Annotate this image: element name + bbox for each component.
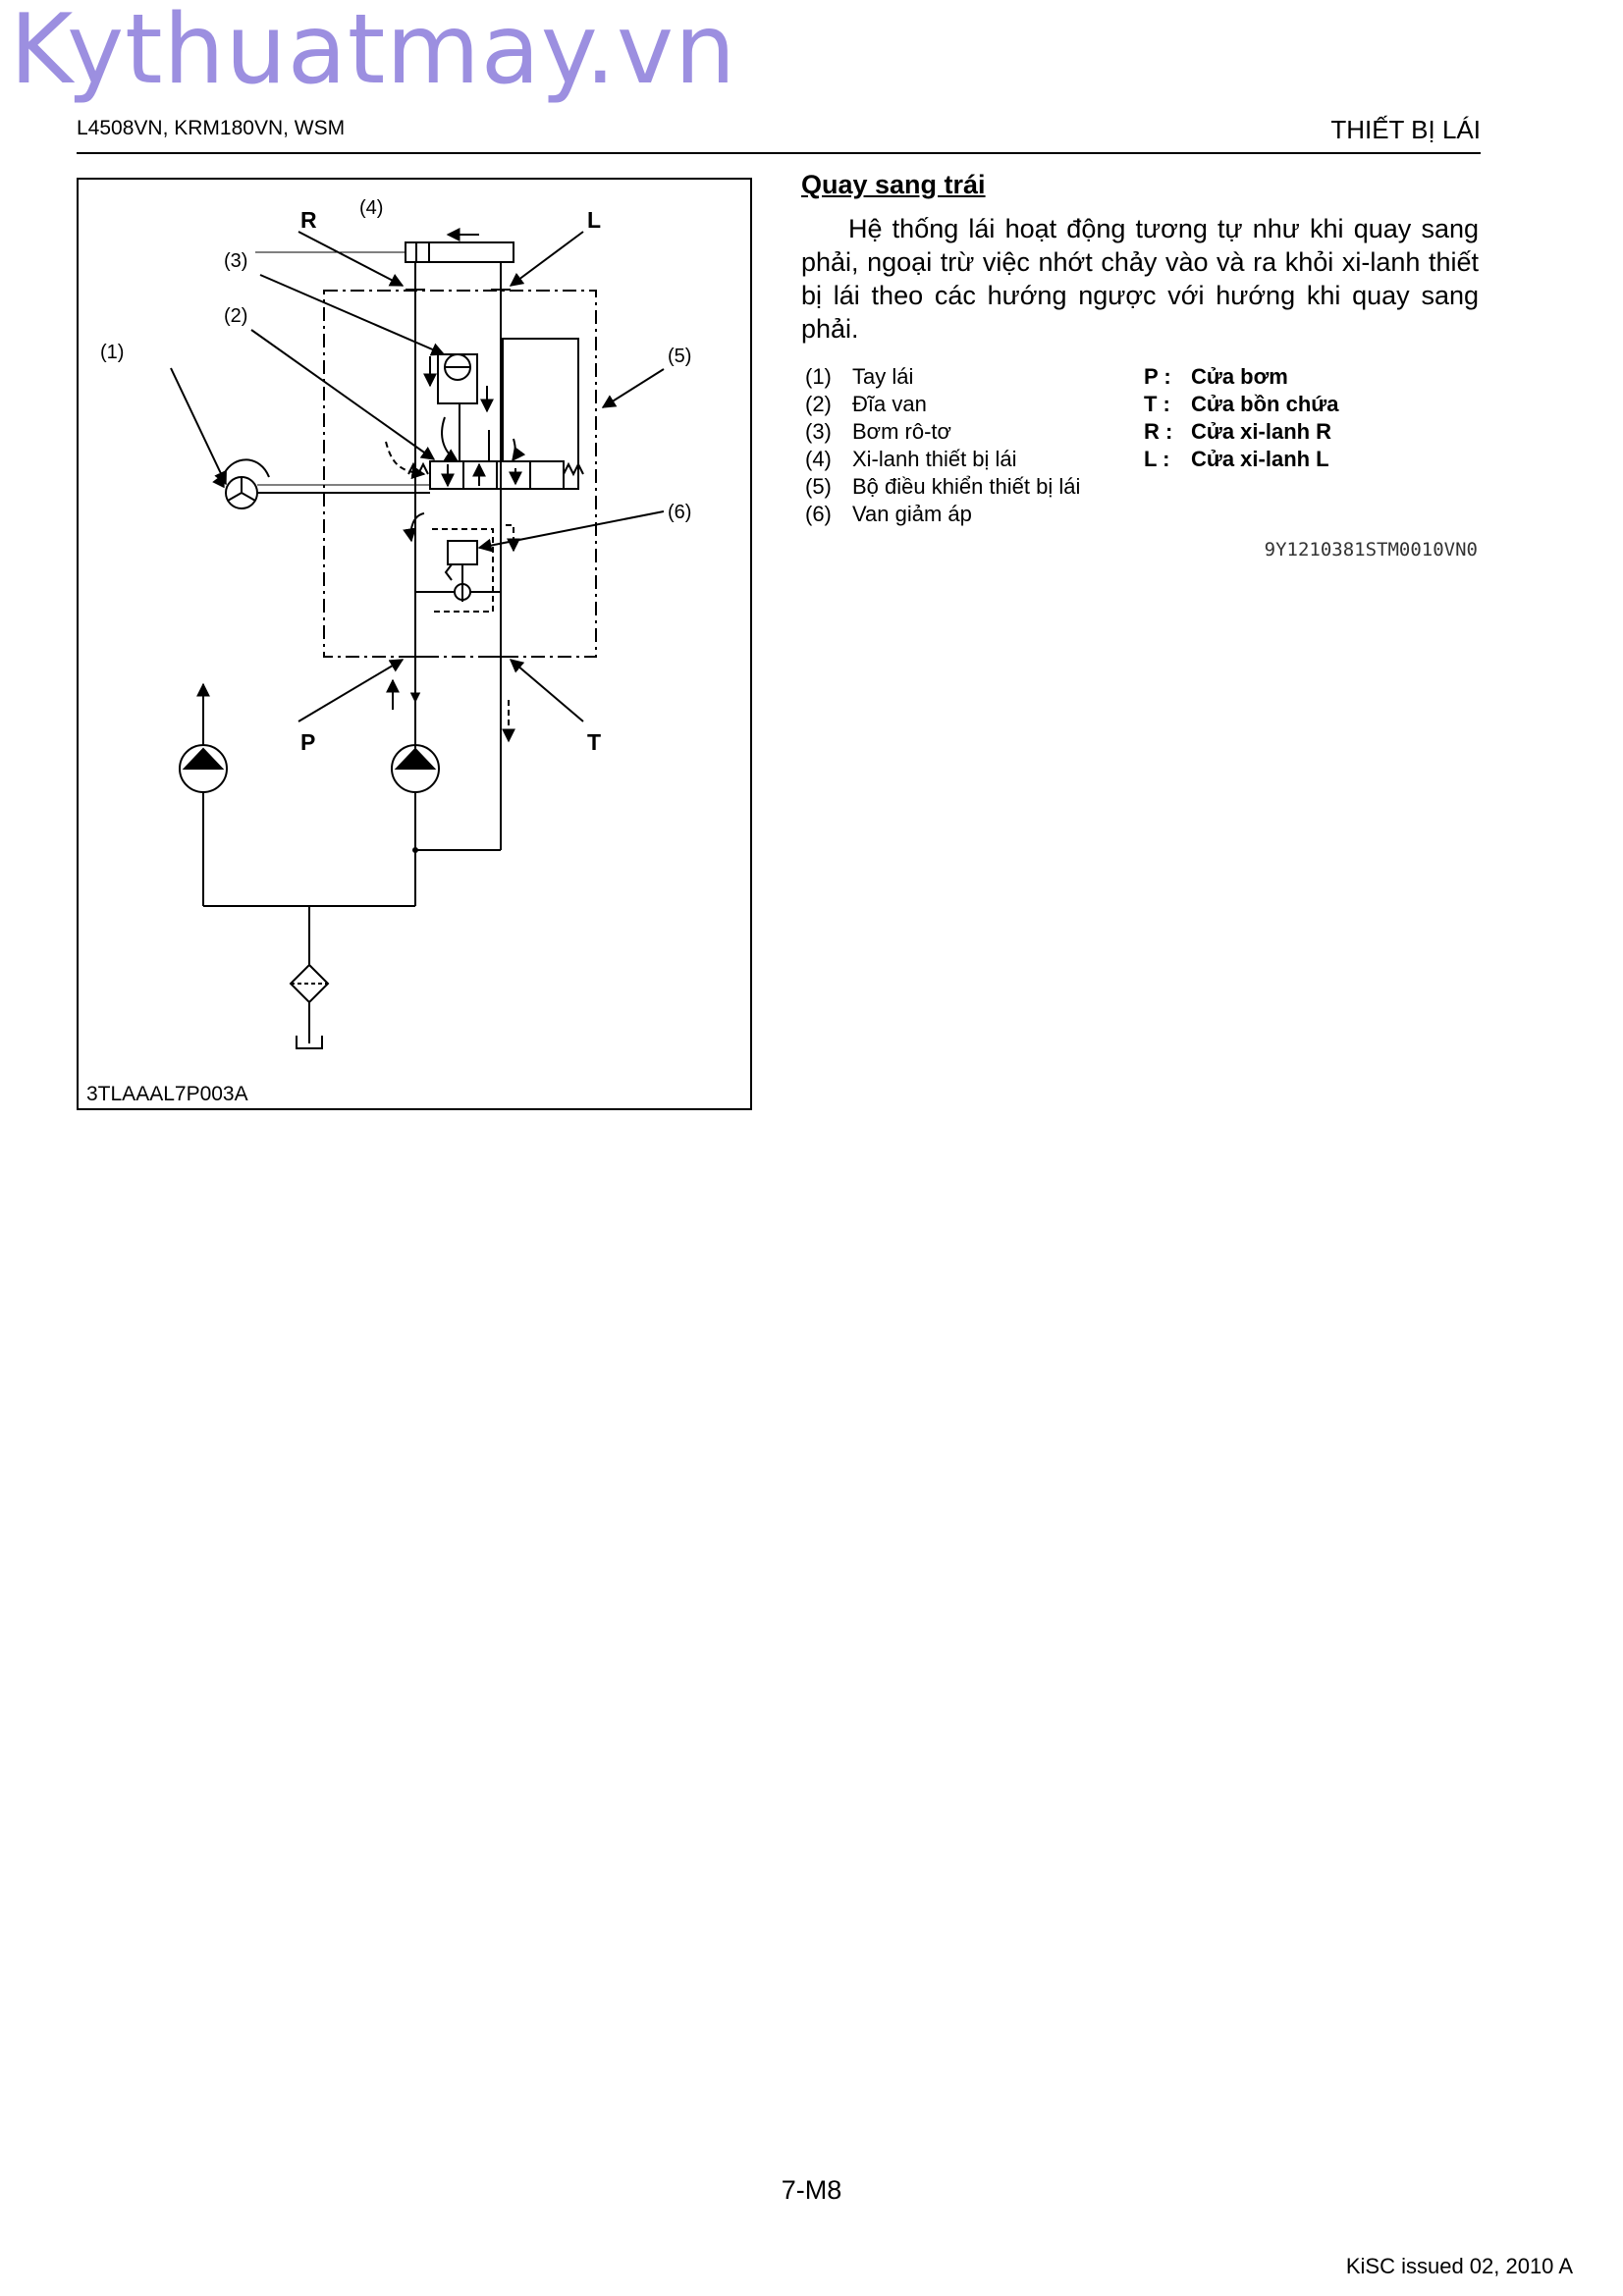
legend-number: (1) (805, 364, 832, 389)
figure-code: 3TLAAAL7P003A (86, 1083, 248, 1105)
port-key: L : (1144, 447, 1170, 471)
section-title: Quay sang trái (801, 170, 986, 199)
port-text: Cửa xi-lanh R (1191, 419, 1332, 444)
callout-1: (1) (100, 342, 124, 363)
section-paragraph: Hệ thống lái hoạt động tương tự như khi … (801, 214, 1479, 344)
callout-4: (4) (359, 197, 383, 219)
legend-item: (3) Bơm rô-tơ (805, 418, 1473, 446)
reference-code: 9Y1210381STM0010VN0 (1264, 539, 1478, 561)
callout-3: (3) (224, 250, 247, 272)
callout-5: (5) (668, 346, 691, 367)
legend-text: Tay lái (852, 364, 914, 389)
header-chapter-title: THIẾT BỊ LÁI (1330, 115, 1481, 144)
callout-2: (2) (224, 305, 247, 327)
port-item: R : Cửa xi-lanh R (1144, 418, 1478, 446)
footer-issue: KiSC issued 02, 2010 A (1345, 2254, 1573, 2278)
port-key: P : (1144, 364, 1171, 389)
legend-text: Bơm rô-tơ (852, 419, 951, 444)
port-key: R : (1144, 419, 1173, 444)
hydraulic-diagram-figure: (4) (3) (2) (1) (5) (6) R L P T 3TLAAAL7… (77, 178, 752, 1110)
port-text: Cửa bơm (1191, 364, 1288, 389)
port-label-l: L (587, 207, 601, 233)
port-key: T : (1144, 392, 1170, 416)
header-model-list: L4508VN, KRM180VN, WSM (77, 117, 346, 139)
tank-symbol (296, 1036, 323, 1049)
legend-item: (2) Đĩa van (805, 391, 1473, 418)
header-divider (77, 152, 1481, 154)
legend-number: (6) (805, 502, 832, 526)
port-item: P : Cửa bơm (1144, 363, 1478, 391)
legend-text: Xi-lanh thiết bị lái (852, 447, 1017, 471)
hydraulic-circuit-diagram: (4) (3) (2) (1) (5) (6) R L P T (100, 197, 691, 1049)
port-item: T : Cửa bồn chứa (1144, 391, 1478, 418)
port-label-r: R (300, 207, 317, 233)
legend-text: Đĩa van (852, 392, 927, 416)
legend-number: (3) (805, 419, 832, 444)
steering-controller-boundary (323, 290, 597, 658)
callout-6: (6) (668, 502, 691, 523)
port-legend: P : Cửa bơm T : Cửa bồn chứa R : Cửa xi-lan… (1144, 363, 1478, 473)
relief-valve-symbol (447, 540, 478, 565)
port-label-p: P (300, 729, 315, 755)
steering-cylinder-shape (405, 241, 514, 263)
legend-item: (5) Bộ điều khiển thiết bị lái (805, 473, 1473, 501)
legend-item: (4) Xi-lanh thiết bị lái (805, 446, 1473, 473)
legend-number: (4) (805, 447, 832, 471)
watermark-logo: Kythuatmay.vn (10, 0, 737, 106)
legend-text: Bộ điều khiển thiết bị lái (852, 474, 1081, 499)
port-item: L : Cửa xi-lanh L (1144, 446, 1478, 473)
legend-item: (1) Tay lái (805, 363, 1473, 391)
port-label-t: T (587, 729, 601, 755)
port-text: Cửa bồn chứa (1191, 392, 1339, 416)
page-number: 7-M8 (781, 2175, 842, 2205)
port-text: Cửa xi-lanh L (1191, 447, 1329, 471)
component-legend: (1) Tay lái (2) Đĩa van (3) Bơm rô-tơ (4) Xi… (805, 363, 1473, 528)
filter-symbol (289, 963, 330, 1004)
legend-text: Van giảm áp (852, 502, 972, 526)
legend-item: (6) Van giảm áp (805, 501, 1473, 528)
legend-number: (2) (805, 392, 832, 416)
legend-number: (5) (805, 474, 832, 499)
